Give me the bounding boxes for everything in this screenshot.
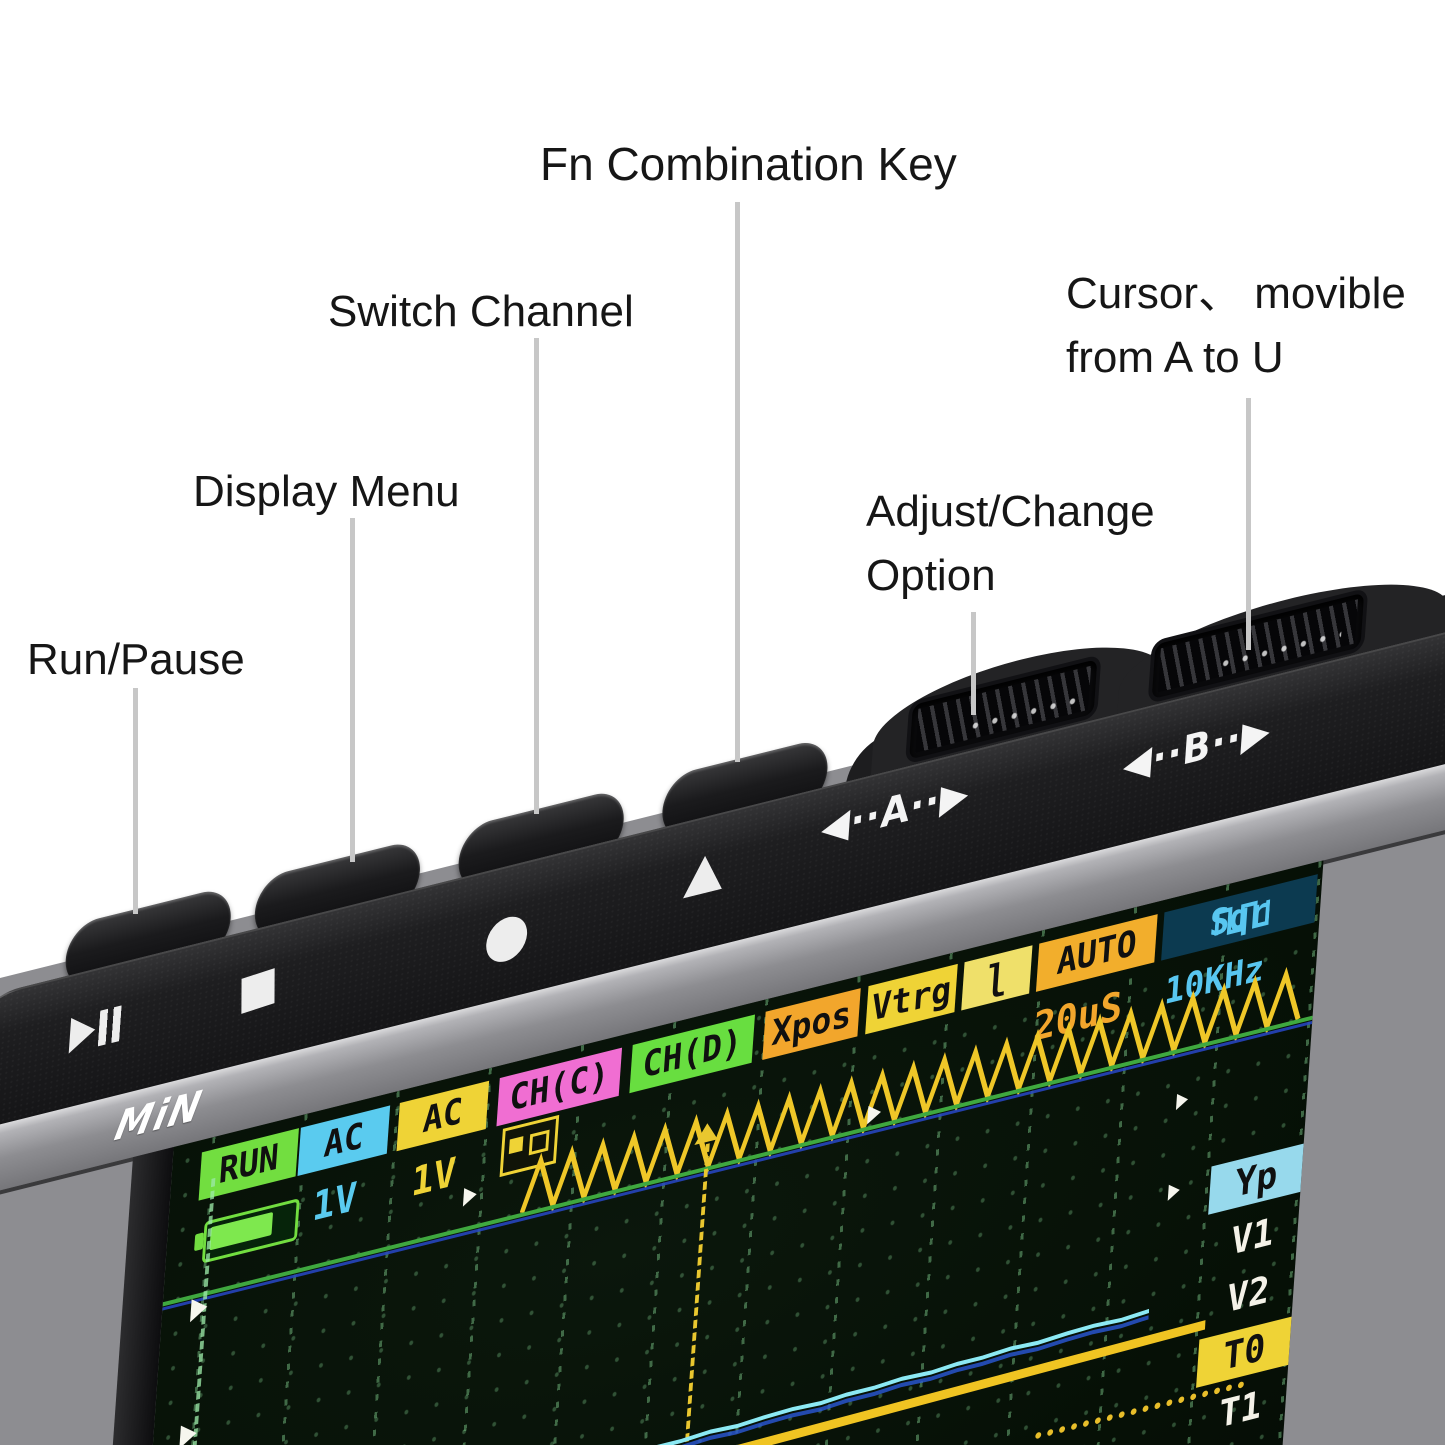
annotation-cursor: Cursor、 movible from A to U — [1066, 262, 1406, 390]
leader-run-pause — [133, 688, 138, 914]
logic-channel-zigzag — [519, 966, 1301, 1214]
lcd-screen: RUN AC AC CH(C) CH(D) Xpos Vtrg ɭ AUTO S… — [122, 860, 1324, 1445]
annotation-fn-key: Fn Combination Key — [540, 138, 957, 190]
baseline-marker-arrow — [867, 1102, 882, 1125]
annotation-adjust-line2: Option — [866, 551, 996, 600]
waveform-traces — [136, 1251, 1206, 1445]
trace-b-yellow — [141, 1320, 1206, 1445]
leader-adjust-change — [971, 612, 976, 715]
leader-cursor — [1246, 398, 1251, 650]
leader-display-menu — [350, 518, 355, 862]
square-wave-icon — [1214, 899, 1271, 937]
annotation-adjust-change: Adjust/Change Option — [866, 480, 1155, 608]
menu-marker-arrow-1 — [1175, 1091, 1189, 1111]
annotation-cursor-line2: from A to U — [1066, 333, 1284, 382]
annotation-display-menu: Display Menu — [193, 467, 460, 516]
annotation-cursor-line1: Cursor、 movible — [1066, 269, 1406, 318]
annotation-switch-channel: Switch Channel — [328, 287, 634, 336]
leader-fn-key — [735, 202, 740, 762]
menu-marker-arrow-2 — [1167, 1181, 1181, 1201]
status-signal-gen: Sqr — [1161, 874, 1318, 961]
left-marker-arrow-1 — [190, 1295, 209, 1323]
annotation-adjust-line1: Adjust/Change — [866, 487, 1155, 536]
left-marker-arrow-2 — [179, 1421, 198, 1445]
leader-switch-channel — [534, 338, 539, 814]
annotation-run-pause: Run/Pause — [27, 635, 245, 684]
channel-marker-arrow — [462, 1184, 478, 1207]
